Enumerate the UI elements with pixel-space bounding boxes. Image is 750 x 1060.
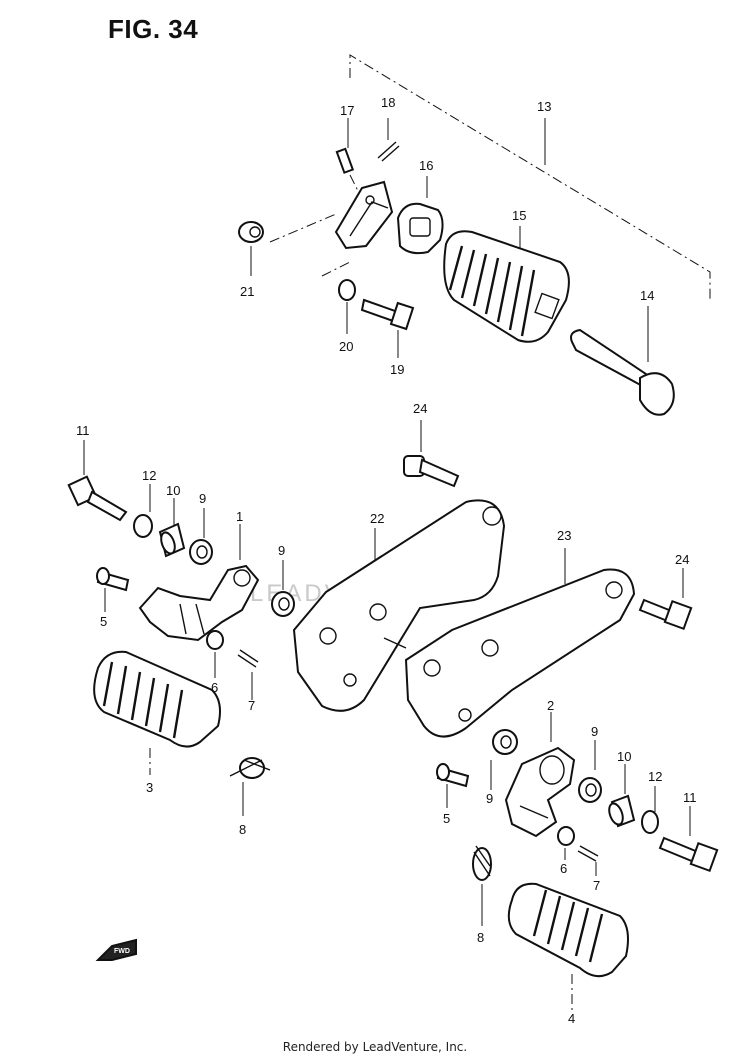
callout-17: 17 [340,103,354,118]
part-16-plate [396,176,444,255]
callout-6a: 6 [211,680,218,695]
part-9a-bush [189,508,213,565]
part-12a-washer [133,484,153,538]
callout-16: 16 [419,158,433,173]
part-5b-pin [436,763,470,808]
part-11a-bolt [67,440,128,522]
callout-12b: 12 [648,769,662,784]
callout-10a: 10 [166,483,180,498]
part-8b-spring [472,845,492,926]
callout-11a: 11 [76,423,90,438]
part-20-washer [338,279,356,334]
callout-7b: 7 [593,878,600,893]
callout-9b: 9 [278,543,285,558]
part-22-footrest-plate [292,499,506,712]
part-5a-pin [96,567,130,612]
part-7a-cotter-pin [237,649,259,700]
figure-title: FIG. 34 [108,14,199,44]
part-23-footrest-plate [404,548,636,738]
part-6b-washer [557,826,575,860]
callout-24a: 24 [413,401,427,416]
part-10a-collar [158,498,186,558]
fwd-label: FWD [114,948,130,955]
callout-7a: 7 [248,698,255,713]
part-24b-bolt [638,568,693,631]
part-10b-collar [608,764,636,828]
callout-8a: 8 [239,822,246,837]
callout-3: 3 [146,780,153,795]
callout-8b: 8 [477,930,484,945]
part-9b-bush [271,560,295,617]
callout-21: 21 [240,284,254,299]
callout-5b: 5 [443,811,450,826]
callout-19: 19 [390,362,404,377]
callout-9c: 9 [486,791,493,806]
callout-9a: 9 [199,491,206,506]
part-18-cotter-pin [377,118,400,162]
callout-20: 20 [339,339,353,354]
part-21-nut [238,221,264,276]
callout-12a: 12 [142,468,156,483]
part-9c-bush [490,729,518,790]
callout-15: 15 [512,208,526,223]
part-11b-bolt [658,806,719,873]
part-3-footrest [93,650,221,775]
part-6a-washer [206,630,224,678]
part-7b-cotter-pin [577,845,599,876]
part-9d-bush [578,740,602,803]
fwd-direction-arrow: FWD [95,938,137,961]
part-1-footrest-bracket [138,524,260,642]
part-4-footrest [507,882,629,1010]
callout-2: 2 [547,698,554,713]
part-8a-spring [229,757,271,816]
callout-22: 22 [370,511,384,526]
callout-10b: 10 [617,749,631,764]
callout-18: 18 [381,95,395,110]
assembly-13-bracket-line [349,54,711,300]
footrest-bracket [334,180,394,250]
part-19-bolt [360,298,415,358]
part-15-footrest-rubber [443,226,570,343]
callout-11b: 11 [683,790,697,805]
callout-9d: 9 [591,724,598,739]
part-17-bolt [335,118,361,196]
part-14-pivot-pin [570,306,675,416]
callout-6b: 6 [560,861,567,876]
callout-23: 23 [557,528,571,543]
callout-4: 4 [568,1011,575,1026]
footer-credit: Rendered by LeadVenture, Inc. [282,1040,468,1054]
part-12b-washer [641,786,659,834]
callout-1: 1 [236,509,243,524]
callout-5a: 5 [100,614,107,629]
callout-24b: 24 [675,552,689,567]
callout-13: 13 [537,99,551,114]
part-2-footrest-bracket [504,712,576,838]
part-24a-bolt [403,420,460,488]
callout-14: 14 [640,288,654,303]
